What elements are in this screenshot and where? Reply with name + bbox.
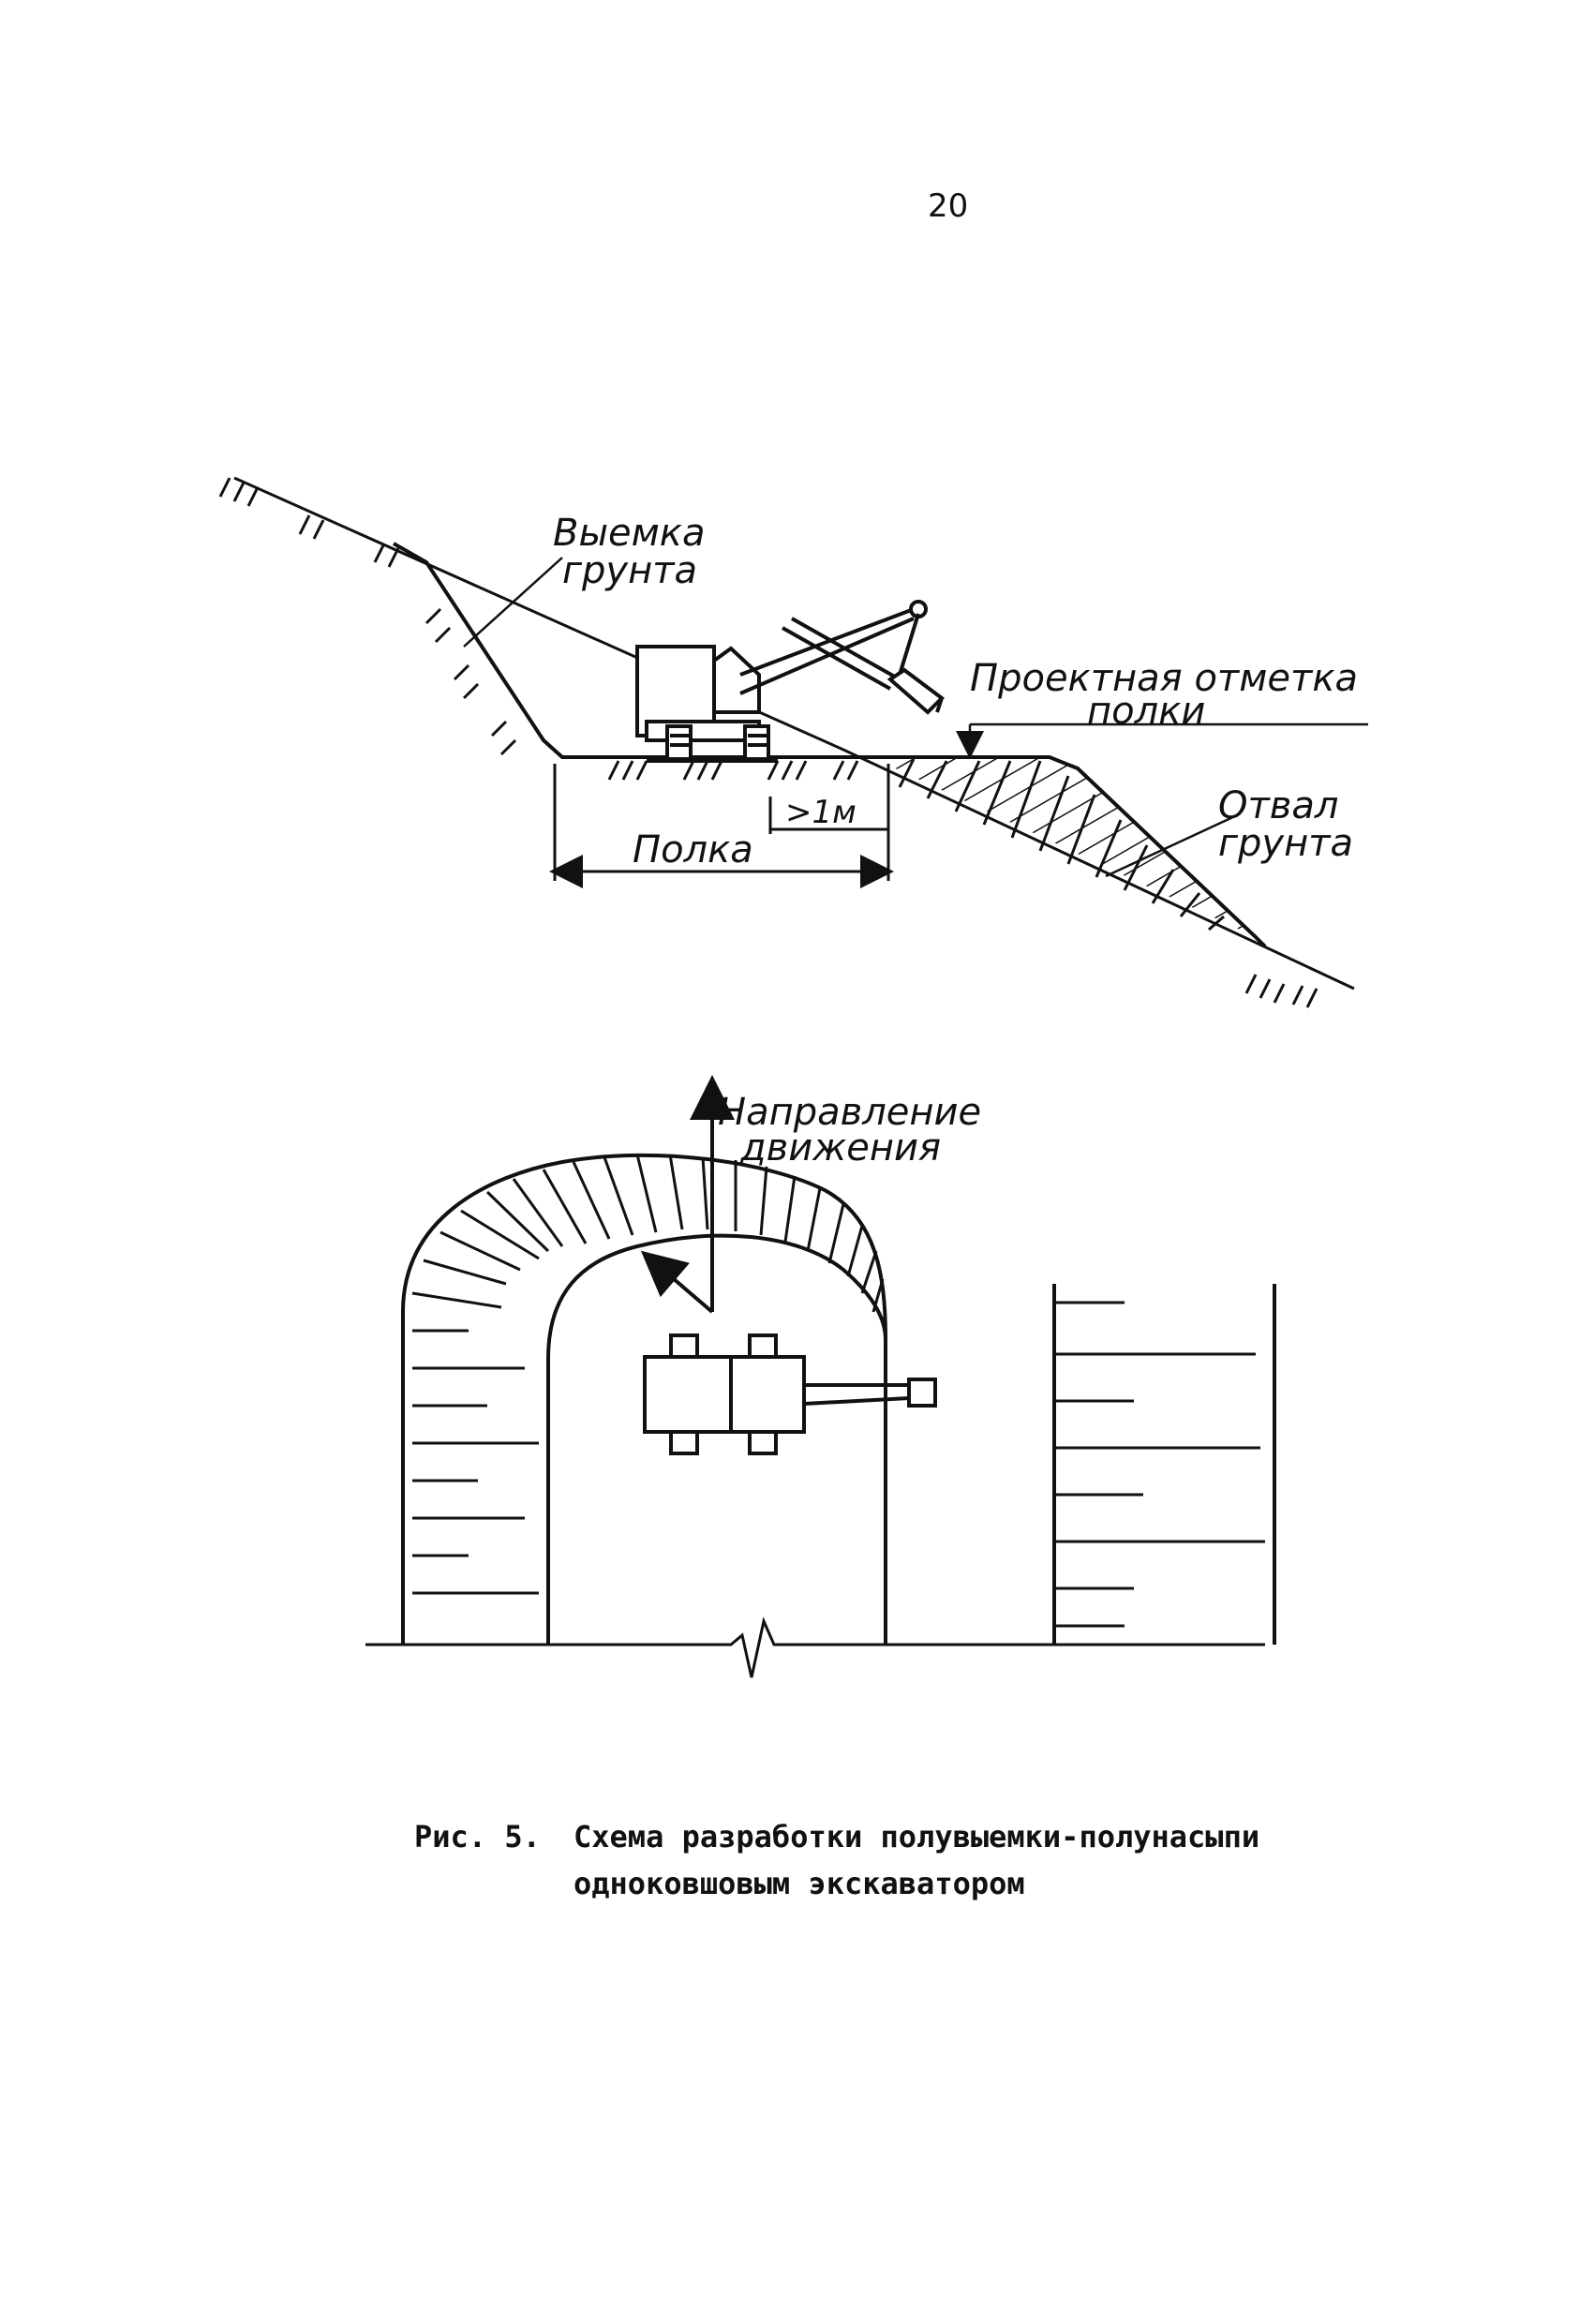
cut-leader: [463, 557, 563, 648]
right-block: [1052, 1284, 1276, 1645]
dump-label-line1: Отвал: [1218, 784, 1338, 827]
figure-caption: Рис. 5. Схема разработки полувыемки-полун…: [414, 1813, 1445, 1907]
direction-label-line2: движения: [739, 1126, 941, 1169]
page-number: 20: [928, 187, 969, 225]
shelf-label: Полка: [633, 828, 753, 872]
baseline: [365, 1616, 1265, 1678]
arch-hatching: [411, 1154, 885, 1595]
excavator-side: [635, 600, 946, 763]
leader-lines: [463, 557, 1368, 878]
ground-ticks: [218, 477, 1318, 1008]
arch-outer: [401, 1153, 887, 1645]
dump-area: [871, 757, 1256, 937]
arch-inner: [546, 1233, 887, 1645]
dump-label-line2: грунта: [1218, 822, 1353, 865]
dump-leader: [1105, 813, 1238, 878]
natural-ground-line: [233, 476, 1355, 991]
caption-title-line1: Схема разработки полувыемки-полунасыпи: [574, 1819, 1260, 1855]
swing-arrow: [640, 1250, 714, 1314]
direction-label-line1: Направление: [718, 1091, 981, 1134]
shelf-dimension: [549, 764, 894, 888]
dump-hatching: [898, 758, 1225, 931]
cut-slope: [393, 542, 1267, 948]
design-mark-label-line1: Проектная отметка: [970, 657, 1358, 700]
cut-label-line2: грунта: [562, 549, 697, 592]
clearance-label: >1м: [785, 794, 857, 831]
cross-section-view: [218, 476, 1368, 1008]
caption-title-line2: одноковшовым экскаватором: [574, 1866, 1025, 1901]
plan-view: [365, 1075, 1276, 1678]
caption-line1: Рис. 5. Схема разработки полувыемки-полун…: [414, 1813, 1445, 1860]
excavator-plan: [643, 1333, 937, 1455]
cut-label-line1: Выемка: [553, 512, 705, 555]
design-mark-label-line2: полки: [1087, 690, 1205, 733]
caption-number: Рис. 5.: [414, 1819, 541, 1855]
